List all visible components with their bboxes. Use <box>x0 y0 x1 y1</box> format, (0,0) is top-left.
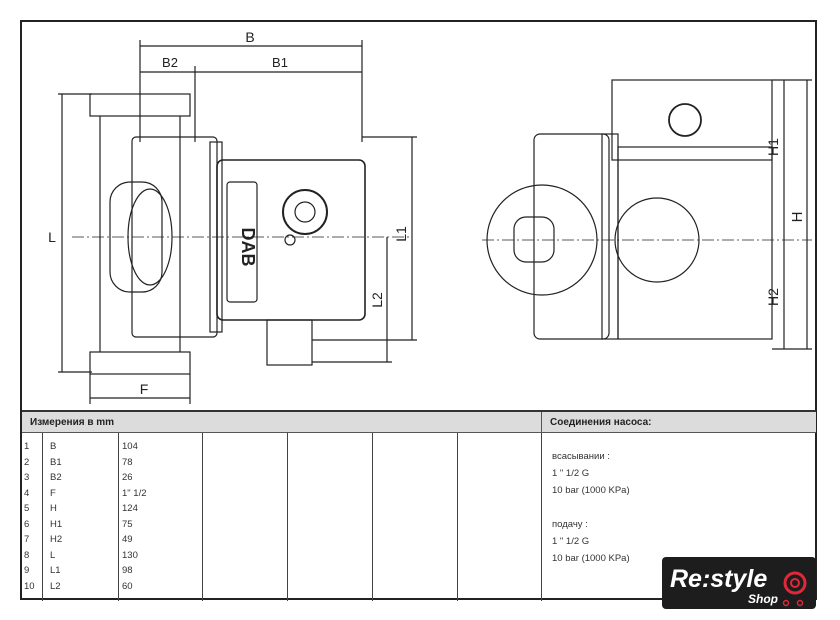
svg-text:H: H <box>789 212 806 223</box>
svg-text:B2: B2 <box>162 55 178 70</box>
table-cell-value: 124 <box>122 503 138 514</box>
table-cell-name: B1 <box>50 456 62 468</box>
table-cell-name: L1 <box>50 565 61 576</box>
table-cell-n: 4 <box>24 487 30 499</box>
table-cell-value: 104 <box>122 441 138 452</box>
pump-technical-drawing: B B2 B1 L DAB F <box>48 29 812 404</box>
table-cell-value: 49 <box>122 534 133 545</box>
table-cell-name: L <box>50 549 56 561</box>
svg-text:DAB: DAB <box>238 228 258 267</box>
restyle-shop-logo: Re:style Shop <box>662 557 816 609</box>
svg-text:H2: H2 <box>765 288 781 306</box>
table-cell-n: 3 <box>24 472 30 483</box>
dimension-L: L <box>48 93 92 373</box>
svg-text:B1: B1 <box>272 55 288 70</box>
table-cell-name: F <box>50 487 56 499</box>
table-cell-n: 8 <box>24 549 30 561</box>
table-cell-name: H2 <box>50 534 63 545</box>
table-cell-value: 78 <box>122 456 133 468</box>
table-cell-value: 26 <box>122 472 133 483</box>
table-cell-name: H <box>50 503 57 514</box>
table-cell-n: 9 <box>24 565 30 576</box>
table-cell-value: 1" 1/2 <box>122 487 147 499</box>
suction-pressure: 10 bar (1000 KPa) <box>552 485 630 496</box>
delivery-pressure: 10 bar (1000 KPa) <box>552 553 630 564</box>
table-cell-name: B2 <box>50 472 62 483</box>
dimension-F: F <box>89 374 191 404</box>
table-cell-value: 98 <box>122 565 133 576</box>
svg-text:Re:style: Re:style <box>670 565 767 593</box>
svg-text:H1: H1 <box>765 138 781 156</box>
svg-text:L: L <box>48 229 56 245</box>
table-cell-n: 1 <box>24 441 30 452</box>
svg-text:B: B <box>245 29 254 45</box>
pump-side-view: DAB <box>72 93 412 375</box>
delivery-label: подачу : <box>552 519 588 530</box>
table-cell-value: 130 <box>122 549 138 561</box>
delivery-size: 1 " 1/2 G <box>552 536 590 547</box>
connections-header: Соединения насоса: <box>541 412 816 433</box>
table-cell-name: L2 <box>50 580 61 592</box>
table-cell-name: B <box>50 441 57 452</box>
table-cell-value: 60 <box>122 580 133 592</box>
dimension-B2-B1: B2 B1 <box>140 55 362 142</box>
table-cell-n: 5 <box>24 503 30 514</box>
svg-text:Shop: Shop <box>748 592 778 606</box>
connections-info: всасывании : 1 " 1/2 G 10 bar (1000 KPa)… <box>552 448 630 567</box>
table-cell-n: 6 <box>24 518 30 530</box>
dimension-B: B <box>139 29 363 142</box>
dimensions-header: Измерения в mm <box>22 412 541 433</box>
table-cell-n: 2 <box>24 456 30 468</box>
table-cell-n: 10 <box>24 580 35 592</box>
svg-text:F: F <box>140 381 149 397</box>
pump-front-view <box>482 79 812 340</box>
dimension-H: H H1 H2 <box>765 79 812 350</box>
suction-label: всасывании : <box>552 451 610 462</box>
suction-size: 1 " 1/2 G <box>552 468 590 479</box>
table-cell-value: 75 <box>122 518 133 530</box>
svg-text:L1: L1 <box>393 226 409 242</box>
table-cell-n: 7 <box>24 534 30 545</box>
drawing-frame <box>20 20 817 600</box>
dimension-L1-L2: L1 L2 <box>312 136 417 363</box>
table-cell-name: H1 <box>50 518 63 530</box>
svg-text:L2: L2 <box>369 292 385 308</box>
